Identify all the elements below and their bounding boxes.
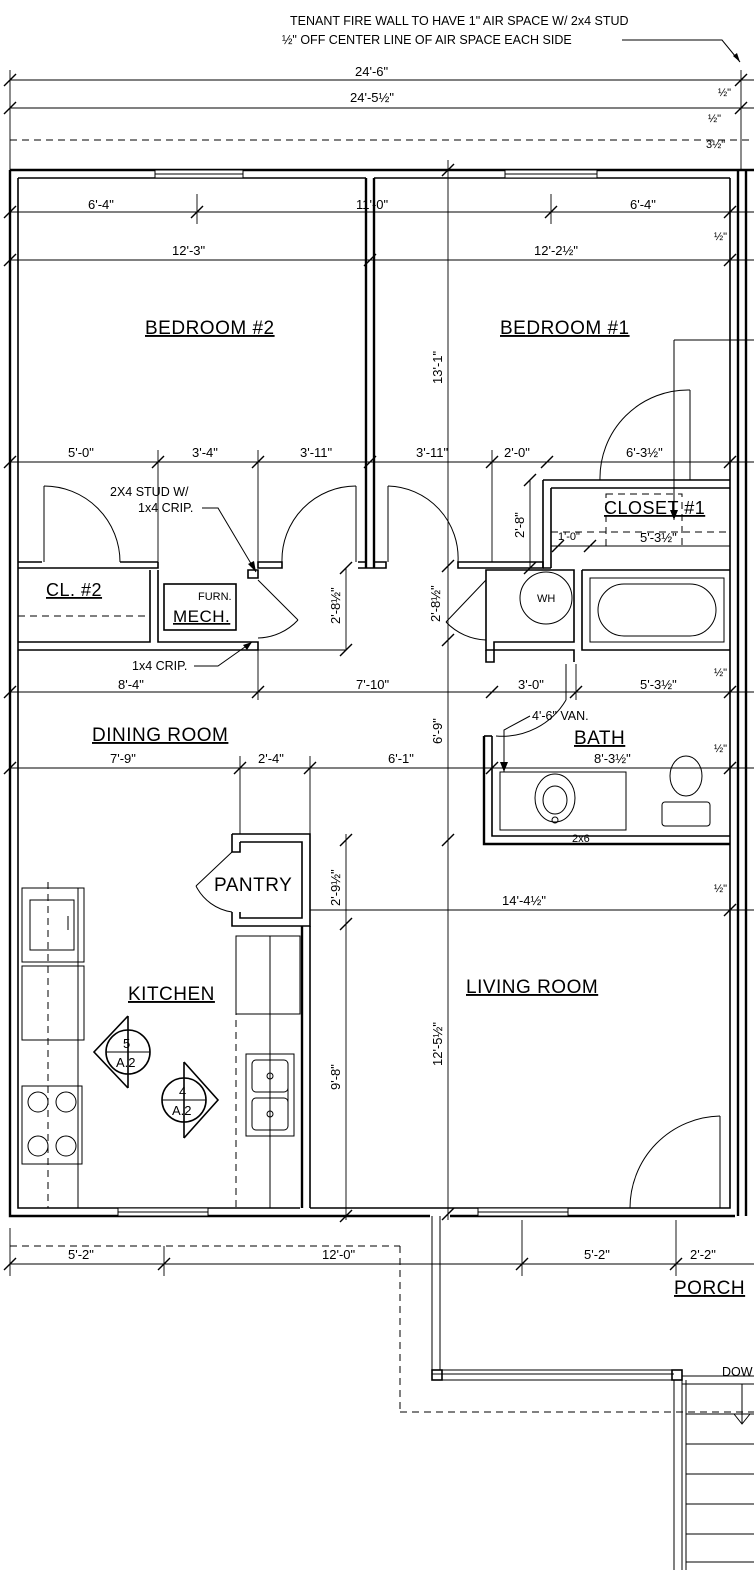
dimension-lines	[3, 160, 754, 1223]
fire-wall-note-line1: TENANT FIRE WALL TO HAVE 1" AIR SPACE W/…	[290, 14, 629, 28]
room-living: LIVING ROOM	[466, 977, 598, 998]
room-kitchen: KITCHEN	[128, 984, 215, 1005]
dim-6-1: 6'-1"	[388, 751, 414, 766]
room-bedroom-2: BEDROOM #2	[145, 318, 275, 339]
dim-three-half: 3½"	[706, 139, 725, 151]
dim-overall-24-6: 24'-6"	[355, 64, 389, 79]
dim-2-8: 2'-8"	[512, 512, 527, 538]
water-heater	[519, 571, 573, 625]
dim-2-4: 2'-4"	[258, 751, 284, 766]
dim-half-b: ½"	[708, 113, 721, 125]
section-marker-4[interactable]: 4 A.2	[161, 1061, 220, 1139]
room-pantry: PANTRY	[214, 875, 292, 896]
room-mech: MECH.	[173, 607, 230, 626]
dim-5-3h-bath: 5'-3½"	[640, 677, 677, 692]
section-5-number: 5	[123, 1036, 130, 1051]
room-closet-2: CL. #2	[46, 580, 102, 600]
dim-5-3h-closet: 5'-3½"	[640, 530, 677, 545]
crip-note: 1x4 CRIP.	[132, 659, 187, 673]
section-4-sheet: A.2	[172, 1103, 192, 1118]
dim-3-0: 3'-0"	[518, 677, 544, 692]
room-porch: PORCH	[674, 1278, 745, 1299]
dim-overall-24-5h: 24'-5½"	[350, 90, 394, 105]
dim-12-5h: 12'-5½"	[430, 1022, 445, 1066]
dim-2-0: 2'-0"	[504, 445, 530, 460]
fixtures	[18, 339, 754, 1208]
section-5-sheet: A.2	[116, 1055, 136, 1070]
dim-6-3h: 6'-3½"	[626, 445, 663, 460]
dim-13-1: 13'-1"	[430, 350, 445, 384]
room-closet-1: CLOSET #1	[604, 498, 705, 518]
dim-3-4: 3'-4"	[192, 445, 218, 460]
section-marker-5[interactable]: 5 A.2	[92, 1015, 151, 1089]
exterior-walls	[8, 168, 754, 1218]
room-bedroom-1: BEDROOM #1	[500, 318, 630, 339]
overall-dimensions: 24'-6" 24'-5½" ½" ½" 3½"	[3, 64, 754, 170]
dim-5-0: 5'-0"	[68, 445, 94, 460]
down-arrow-icon	[733, 1413, 751, 1425]
dim-8-3h: 8'-3½"	[594, 751, 631, 766]
dim-half-bath2: ½"	[714, 743, 727, 755]
dim-5-2-right: 5'-2"	[584, 1247, 610, 1262]
room-bath: BATH	[574, 728, 625, 749]
dim-2-9h: 2'-9½"	[328, 869, 343, 906]
dim-half-top: ½"	[714, 231, 727, 243]
interior-walls	[18, 178, 730, 1208]
dim-11-0: 11'-0"	[356, 197, 389, 212]
dim-5-2-left: 5'-2"	[68, 1247, 94, 1262]
bottom-dimensions: 5'-2" 12'-0" 5'-2" 2'-2"	[3, 1220, 754, 1413]
water-heater-label: WH	[537, 593, 555, 605]
dim-half-living: ½"	[714, 883, 727, 895]
section-4-number: 4	[179, 1084, 186, 1099]
room-dining: DINING ROOM	[92, 725, 228, 746]
dim-half-bath: ½"	[714, 667, 727, 679]
dim-7-9: 7'-9"	[110, 751, 136, 766]
dim-6-4-right: 6'-4"	[630, 197, 656, 212]
dim-3-11-b: 3'-11"	[416, 445, 449, 460]
porch: PORCH DOW	[431, 1216, 754, 1570]
dim-8-4: 8'-4"	[118, 677, 144, 692]
dim-3-11-a: 3'-11"	[300, 445, 333, 460]
dim-12-2h: 12'-2½"	[534, 243, 578, 258]
dim-12-3: 12'-3"	[172, 243, 206, 258]
fire-wall-leader	[622, 39, 741, 63]
dim-6-9: 6'-9"	[430, 718, 445, 744]
stud-note-line2: 1x4 CRIP.	[138, 501, 193, 515]
dim-9-8: 9'-8"	[328, 1064, 343, 1090]
room-furn: FURN.	[198, 591, 232, 603]
stud-note-line1: 2X4 STUD W/	[110, 485, 189, 499]
dim-2-2: 2'-2"	[690, 1247, 716, 1262]
dimension-labels: 6'-4" 11'-0" 6'-4" ½" 12'-3" 12'-2½" 13'…	[68, 197, 727, 1090]
dim-14-4h: 14'-4½"	[502, 893, 546, 908]
vanity-note: 4'-6" VAN.	[532, 709, 589, 723]
doors	[43, 389, 721, 1209]
wall-2x6-note: 2x6	[572, 833, 590, 845]
dim-7-10: 7'-10"	[356, 677, 390, 692]
dim-2-8h-b: 2'-8½"	[428, 585, 443, 622]
dim-2-8h-a: 2'-8½"	[328, 587, 343, 624]
leader-arrow-icon	[733, 53, 740, 62]
dim-1-0: 1'-0"	[558, 531, 580, 543]
dim-6-4-left: 6'-4"	[88, 197, 114, 212]
notes: 2X4 STUD W/ 1x4 CRIP. 1x4 CRIP. 4'-6" VA…	[110, 485, 590, 845]
fire-wall-note-line2: ½" OFF CENTER LINE OF AIR SPACE EACH SID…	[282, 33, 572, 47]
dim-half-a: ½"	[718, 87, 731, 99]
dim-12-0: 12'-0"	[322, 1247, 356, 1262]
down-note: DOW	[722, 1365, 753, 1379]
room-labels: BEDROOM #2 BEDROOM #1 CLOSET #1 CL. #2 F…	[46, 318, 705, 1005]
